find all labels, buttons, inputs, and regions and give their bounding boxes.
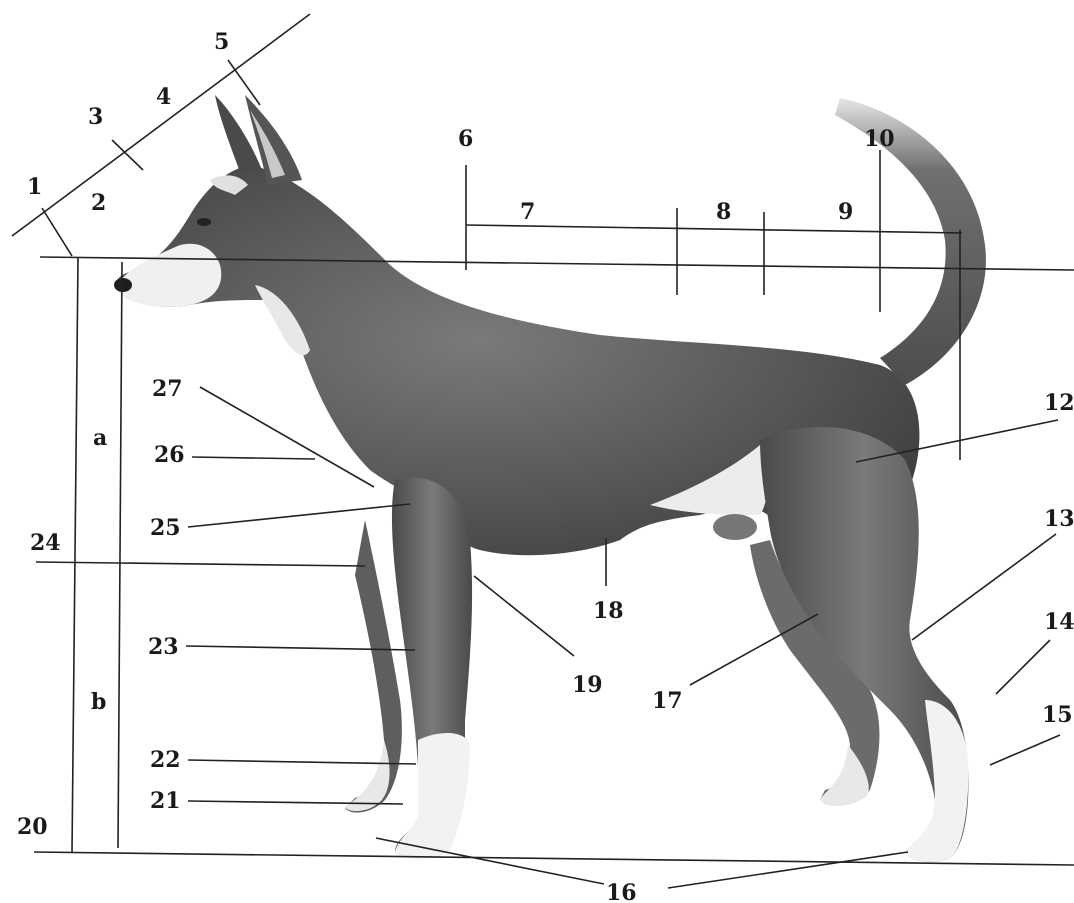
leader-26 <box>192 457 315 459</box>
label-4: 4 <box>156 84 171 110</box>
leader-16-right <box>668 852 908 888</box>
sheath <box>713 514 757 540</box>
label-26: 26 <box>154 442 185 468</box>
leader-16-left <box>376 838 604 884</box>
tick-3 <box>112 140 143 170</box>
tail <box>835 98 986 385</box>
label-24: 24 <box>30 530 61 556</box>
pointer-5 <box>228 60 260 105</box>
label-19: 19 <box>572 672 603 698</box>
label-b: b <box>91 689 106 715</box>
label-27: 27 <box>152 376 183 402</box>
label-6: 6 <box>458 126 473 152</box>
label-12: 12 <box>1044 390 1074 416</box>
label-15: 15 <box>1042 702 1073 728</box>
dog-illustration <box>114 95 986 862</box>
nose <box>114 278 132 292</box>
leader-15 <box>990 735 1060 765</box>
leader-25 <box>188 504 410 527</box>
label-2: 2 <box>91 190 106 216</box>
label-10: 10 <box>864 126 895 152</box>
leader-13 <box>912 534 1056 640</box>
leader-19 <box>474 576 574 656</box>
label-22: 22 <box>150 747 181 773</box>
label-14: 14 <box>1044 609 1074 635</box>
label-20: 20 <box>17 814 48 840</box>
chest-depth-line <box>36 562 365 566</box>
label-3: 3 <box>88 104 103 130</box>
label-17: 17 <box>652 688 683 714</box>
label-a: a <box>93 425 107 451</box>
near-front-paw <box>395 733 470 859</box>
label-7: 7 <box>520 199 535 225</box>
label-1: 1 <box>27 174 42 200</box>
label-23: 23 <box>148 634 179 660</box>
height-vertical-outer <box>72 258 78 852</box>
eye <box>197 218 211 226</box>
label-8: 8 <box>716 199 731 225</box>
muzzle-white <box>118 244 221 307</box>
label-25: 25 <box>150 515 181 541</box>
back-segment-line <box>466 225 962 233</box>
pointer-1 <box>42 208 72 256</box>
label-21: 21 <box>150 788 181 814</box>
leader-14 <box>996 640 1050 694</box>
label-13: 13 <box>1044 506 1074 532</box>
far-front-leg <box>345 520 402 813</box>
label-5: 5 <box>214 29 229 55</box>
height-vertical-inner <box>118 262 122 848</box>
label-18: 18 <box>593 598 624 624</box>
label-16: 16 <box>606 880 637 903</box>
label-9: 9 <box>838 199 853 225</box>
